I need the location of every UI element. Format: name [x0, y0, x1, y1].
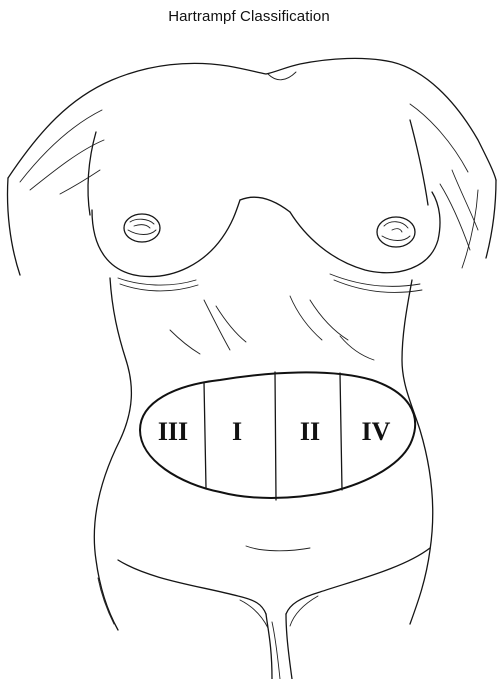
shoulders-outline [8, 58, 496, 250]
torso-outline [94, 278, 432, 630]
zone-labels: III I II IV [158, 417, 391, 446]
nipples [124, 214, 415, 247]
zone-label-iii: III [158, 417, 188, 446]
figure-title: Hartrampf Classification [0, 8, 498, 25]
zone-label-iv: IV [362, 417, 391, 446]
zone-label-i: I [232, 417, 242, 446]
pelvis-outline [118, 548, 430, 679]
zone-label-ii: II [300, 417, 320, 446]
abdomen-creases [170, 296, 374, 551]
zone-dividers [204, 372, 342, 500]
